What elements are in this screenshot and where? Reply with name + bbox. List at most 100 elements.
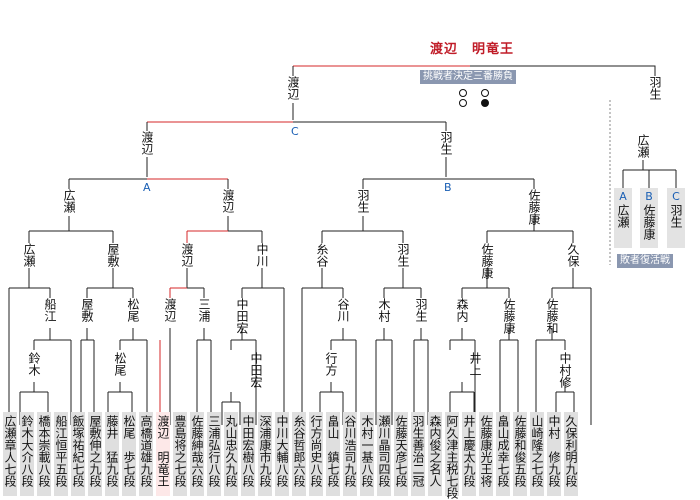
player-entry: 丸山忠久九段 [224,412,238,496]
player-entry: 行方尚史八段 [309,412,323,496]
r16-name: 渡辺 [163,298,177,322]
r16-name: 佐藤和 [545,298,559,334]
r16-name: 三浦 [197,298,211,322]
r8-name: 糸谷 [315,243,329,267]
r8-name: 広瀬 [22,243,36,267]
r8-name: 久保 [566,243,580,267]
repechage-entry: A 広瀬 [614,188,632,248]
player-name: 橋本崇載八段 [37,415,51,487]
repechage-winner-name: 広瀬 [636,134,650,158]
player-name: 久保利明九段 [564,415,578,487]
player-name: 瀬川晶司四段 [377,415,391,487]
player-name: 井上慶太九段 [462,415,476,487]
player-name: 飯塚祐紀七段 [71,415,85,487]
r16-name: 松尾 [126,298,140,322]
r8-name: 渡辺 [180,243,194,267]
result-dot [481,99,489,107]
player-entry: 中村 修九段 [547,412,561,496]
r16-name: 森内 [455,298,469,322]
player-name: 木村一基八段 [360,415,374,487]
player-entry: 高橋道雄九段 [139,412,153,496]
player-entry: 深浦康市九段 [258,412,272,496]
result-dot [459,89,467,97]
player-entry: 広瀬章人七段 [3,412,17,496]
repechage-name: 佐藤康 [642,204,656,240]
r16-name: 木村 [377,298,391,322]
player-name: 中川大輔八段 [275,415,289,487]
player-name: 屋敷伸之九段 [88,415,102,487]
player-name: 谷川浩司九段 [343,415,357,487]
r8-name: 羽生 [396,243,410,267]
r32-name: 松尾 [113,352,127,376]
player-name: 鈴木大介八段 [20,415,34,487]
player-entry: 畠山 鎮七段 [326,412,340,496]
player-entry: 松尾 歩七段 [122,412,136,496]
player-entry: 畠山成幸七段 [496,412,510,496]
repechage-entry: B 佐藤康 [640,188,658,248]
quarter-name: 佐藤康 [527,189,541,225]
player-entry: 屋敷伸之九段 [88,412,102,496]
r32-name: 行方 [324,352,338,376]
r16-name: 船江 [43,298,57,322]
player-entry: 佐藤康光王将 [479,412,493,496]
r32-name: 中村修 [558,352,572,388]
player-entry: 佐藤天彦七段 [394,412,408,496]
player-name: 三浦弘行八段 [207,415,221,487]
player-name: 羽生善治二冠 [411,415,425,487]
player-entry: 谷川浩司九段 [343,412,357,496]
player-name: 佐藤紳哉六段 [190,415,204,487]
player-name: 山崎隆之七段 [530,415,544,487]
player-name: 行方尚史八段 [309,415,323,487]
player-name: 畠山 鎮七段 [326,415,340,487]
player-entry: 阿久津主税七段 [445,412,459,499]
player-name: 佐藤康光王将 [479,415,493,487]
player-name: 森内俊之名人 [428,415,442,487]
r16-name: 羽生 [414,298,428,322]
player-name: 船江恒平五段 [54,415,68,487]
match-label-c: C [291,125,299,138]
player-name: 高橋道雄九段 [139,415,153,487]
challenger-match-badge: 挑戦者決定三番勝負 [420,70,516,84]
r32-name: 中田宏 [249,352,263,388]
r16-name: 佐藤康 [502,298,516,334]
player-name: 糸谷哲郎六段 [292,415,306,487]
repechage-entry: C 羽生 [667,188,685,248]
repechage-name: 羽生 [669,204,683,228]
player-entry: 佐藤和俊五段 [513,412,527,496]
r32-name: 井上 [468,352,482,376]
quarter-name: 羽生 [356,189,370,213]
player-entry: 山崎隆之七段 [530,412,544,496]
player-name: 深浦康市九段 [258,415,272,487]
player-entry: 橋本崇載八段 [37,412,51,496]
result-dot [481,89,489,97]
player-entry: 瀬川晶司四段 [377,412,391,496]
match-label-b: B [444,181,452,194]
player-entry: 三浦弘行八段 [207,412,221,496]
player-entry: 森内俊之名人 [428,412,442,496]
player-entry: 鈴木大介八段 [20,412,34,496]
repechage-label: A [619,190,627,203]
player-entry: 豊島将之七段 [173,412,187,496]
player-name: 阿久津主税七段 [445,415,459,499]
r16-name: 谷川 [336,298,350,322]
r8-name: 佐藤康 [480,243,494,279]
repechage-label: B [645,190,653,203]
player-name: 豊島将之七段 [173,415,187,487]
champion-title: 渡辺 明竜王 [430,42,515,57]
player-entry: 佐藤紳哉六段 [190,412,204,496]
player-name: 佐藤天彦七段 [394,415,408,487]
player-entry: 木村一基八段 [360,412,374,496]
player-name: 畠山成幸七段 [496,415,510,487]
semi-left-name: 渡辺 [140,131,154,155]
player-entry: 船江恒平五段 [54,412,68,496]
final-right-name: 羽生 [648,76,662,100]
player-name: 渡辺 明竜王 [156,415,170,487]
player-name: 松尾 歩七段 [122,415,136,487]
r16-name: 屋敷 [80,298,94,322]
semi-right-name: 羽生 [439,131,453,155]
player-entry: 藤井 猛九段 [105,412,119,496]
r8-name: 屋敷 [106,243,120,267]
player-name: 佐藤和俊五段 [513,415,527,487]
